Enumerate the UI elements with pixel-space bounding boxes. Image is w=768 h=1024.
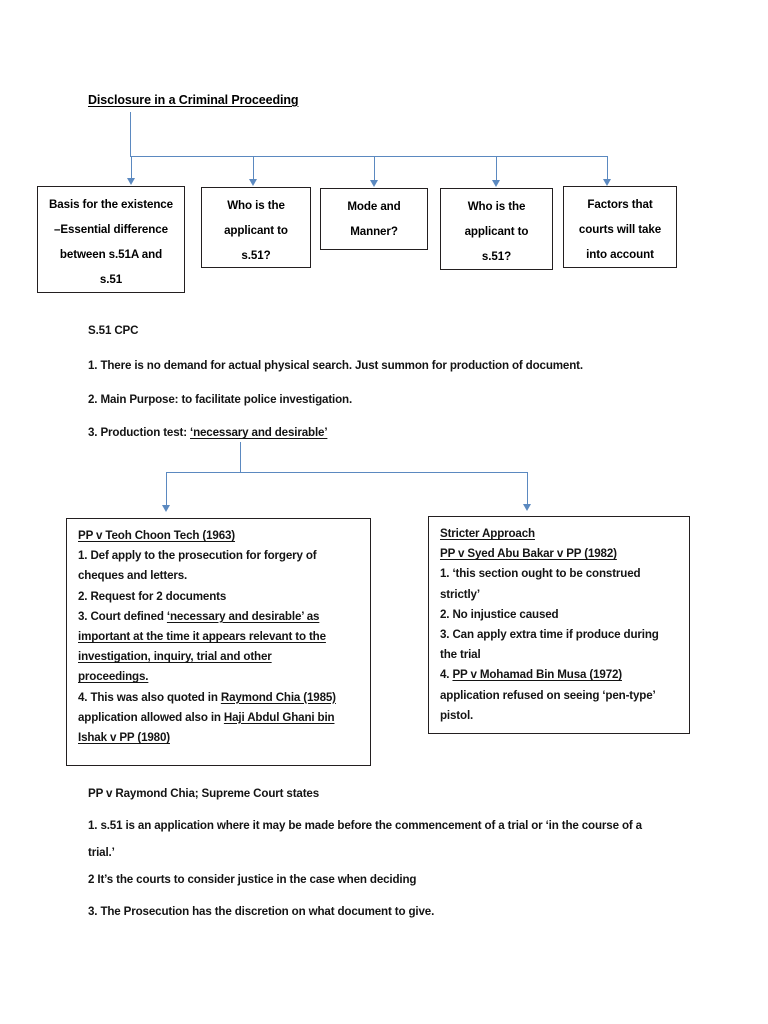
case-box-item-4-line-3: pistol. — [440, 708, 474, 722]
arrow-down-icon-left-casebox — [162, 505, 170, 512]
case-box-item-2: 2. Request for 2 documents — [78, 589, 227, 603]
case-box-title-line-2: PP v Syed Abu Bakar v PP (1982) — [440, 547, 617, 561]
arrow-down-icon-1 — [127, 178, 135, 185]
connector-bus-horizontal — [131, 156, 608, 157]
case-box-item-4-underlined-b: Haji Abdul Ghani bin — [223, 710, 335, 724]
flow-node-line: courts will take — [578, 223, 662, 236]
flow-node-mode-and-manner[interactable]: Mode and Manner? — [320, 188, 428, 250]
case-box-item-3-underlined-a: ‘necessary and desirable’ as — [166, 609, 320, 623]
flow-node-line: applicant to — [224, 224, 288, 237]
flow-node-line: –Essential difference — [54, 223, 168, 236]
connector-drop-5 — [607, 156, 608, 181]
case-box-item-4-line-1: 4. This was also quoted in Raymond Chia … — [78, 688, 360, 708]
flow-node-line: between s.51A and — [59, 248, 163, 261]
flow-node-line: Who is the — [467, 200, 526, 213]
case-box-teoh-choon-tech[interactable]: PP v Teoh Choon Tech (1963) 1. Def apply… — [66, 518, 371, 766]
page-title: Disclosure in a Criminal Proceeding — [88, 93, 299, 107]
case-box-item-4-line-2: application allowed also in Haji Abdul G… — [78, 708, 360, 728]
connector-stem-vertical — [130, 112, 131, 157]
connector-drop-3 — [374, 156, 375, 182]
connector-bus-horizontal-middle — [166, 472, 527, 473]
case-box-item-3-underlined-b: important at the time it appears relevan… — [78, 630, 326, 644]
connector-drop-right-casebox — [527, 472, 528, 506]
flow-node-line: s.51? — [241, 249, 271, 262]
arrow-down-icon-2 — [249, 179, 257, 186]
case-box-item-4-prefix: 4. This was also quoted in — [78, 690, 221, 704]
case-box-item-3-prefix: 3. Court defined — [78, 609, 167, 623]
flow-node-factors-courts[interactable]: Factors that courts will take into accou… — [563, 186, 677, 268]
flow-node-line: Mode and — [347, 200, 401, 213]
flow-node-line: Who is the — [227, 199, 285, 212]
case-box-item-1-line-2: strictly’ — [440, 587, 480, 601]
case-box-item-2: 2. No injustice caused — [440, 607, 559, 621]
case-box-item-1-line-1: 1. ‘this section ought to be construed — [440, 567, 641, 581]
flow-node-who-is-applicant-2[interactable]: Who is the applicant to s.51? — [440, 188, 553, 270]
arrow-down-icon-4 — [492, 180, 500, 187]
connector-drop-2 — [253, 156, 254, 181]
flow-node-line: Manner? — [350, 225, 398, 238]
case-box-item-3-underlined-c: investigation, inquiry, trial and other — [78, 650, 272, 664]
flow-node-line: s.51 — [99, 273, 123, 286]
connector-drop-left-casebox — [166, 472, 167, 507]
case-box-item-3-line-1: 3. Court defined ‘necessary and desirabl… — [78, 607, 360, 627]
case-box-item-4-line-2: application refused on seeing ‘pen-type’ — [440, 688, 656, 702]
case-box-stricter-approach[interactable]: Stricter Approach PP v Syed Abu Bakar v … — [428, 516, 690, 734]
flow-node-who-is-applicant-1[interactable]: Who is the applicant to s.51? — [201, 187, 311, 268]
s51-point-3: 3. Production test: ‘necessary and desir… — [88, 424, 688, 442]
case-box-item-3-line-2: the trial — [440, 648, 481, 662]
case-box-item-4-underlined-a: Raymond Chia (1985) — [220, 690, 336, 704]
case-box-item-4-underlined: PP v Mohamad Bin Musa (1972) — [452, 668, 622, 682]
case-box-title: PP v Teoh Choon Tech (1963) — [78, 529, 236, 542]
case-box-item-4-prefix: 4. — [440, 668, 453, 682]
case-box-item-1-line-1: 1. Def apply to the prosecution for forg… — [78, 549, 317, 563]
case-box-item-4-line-1: 4. PP v Mohamad Bin Musa (1972) — [440, 665, 679, 685]
raymond-chia-point-2: 2 It’s the courts to consider justice in… — [88, 873, 417, 886]
raymond-chia-point-1: 1. s.51 is an application where it may b… — [88, 817, 688, 862]
case-box-item-1-line-2: cheques and letters. — [78, 569, 188, 583]
case-box-item-4-underlined-c: Ishak v PP (1980) — [78, 731, 170, 745]
raymond-chia-point-1-line-1: 1. s.51 is an application where it may b… — [88, 819, 642, 832]
flow-node-line: applicant to — [464, 225, 529, 238]
s51-point-1: 1. There is no demand for actual physica… — [88, 359, 583, 372]
arrow-down-icon-3 — [370, 180, 378, 187]
s51-point-2: 2. Main Purpose: to facilitate police in… — [88, 393, 353, 406]
section-heading-s51-cpc: S.51 CPC — [88, 324, 139, 337]
flow-node-line: into account — [586, 248, 654, 261]
connector-drop-4 — [496, 156, 497, 182]
arrow-down-icon-5 — [603, 179, 611, 186]
case-box-item-4-mid: application allowed also in — [78, 710, 224, 724]
flow-node-line: Basis for the existence — [49, 198, 173, 211]
case-box-title-line-1: Stricter Approach — [440, 527, 535, 540]
s51-point-3-underlined: ‘necessary and desirable’ — [190, 426, 328, 439]
arrow-down-icon-right-casebox — [523, 504, 531, 511]
connector-drop-1 — [131, 156, 132, 180]
connector-stem-vertical-middle — [240, 442, 241, 473]
section-heading-raymond-chia: PP v Raymond Chia; Supreme Court states — [88, 787, 320, 800]
s51-point-3-prefix: 3. Production test: — [88, 426, 190, 439]
flow-node-line: Factors that — [587, 198, 653, 211]
flow-node-basis-for-existence[interactable]: Basis for the existence –Essential diffe… — [37, 186, 185, 293]
raymond-chia-point-1-line-2: trial.’ — [88, 846, 115, 859]
case-box-item-3-line-1: 3. Can apply extra time if produce durin… — [440, 628, 659, 642]
flow-node-line: s.51? — [481, 250, 512, 263]
case-box-item-3-underlined-d: proceedings. — [78, 670, 149, 684]
raymond-chia-point-3: 3. The Prosecution has the discretion on… — [88, 905, 435, 918]
